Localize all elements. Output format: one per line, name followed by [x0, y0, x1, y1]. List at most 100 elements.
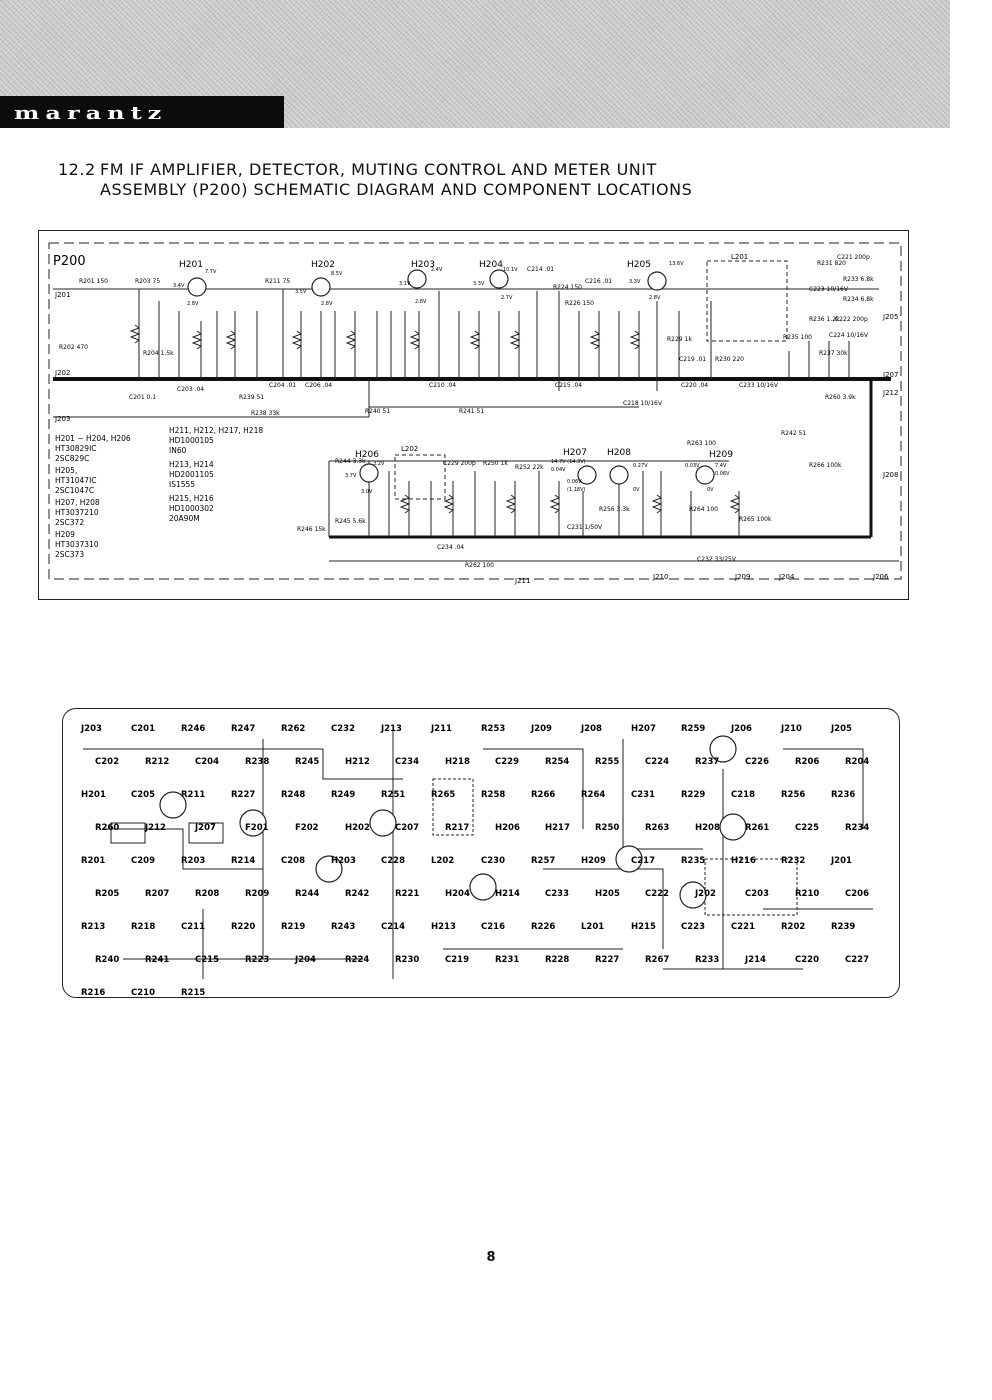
lower-label-11: R265 100k	[739, 516, 772, 523]
pcb-designator: H204	[445, 889, 470, 899]
legend-part-5: 2SC372	[55, 518, 84, 527]
pcb-designator: R250	[595, 823, 619, 833]
label-h206: H206	[355, 450, 379, 460]
pcb-designator: R224	[345, 955, 369, 965]
legend-part-2: HT31047IC	[55, 476, 97, 485]
legend-ref-4: H207, H208	[55, 498, 100, 507]
section-title-line1: FM IF AMPLIFIER, DETECTOR, MUTING CONTRO…	[100, 160, 657, 179]
mid-label-6: C204 .01	[269, 382, 296, 389]
pcb-filter-f202	[188, 822, 224, 844]
pcb-designator: C221	[731, 922, 755, 932]
legend-ref-6: H209	[55, 530, 75, 539]
jack-j203: J203	[54, 415, 70, 423]
voltage-tag: 3.2V	[373, 461, 385, 467]
pcb-designator: R251	[381, 790, 405, 800]
pcb-designator: R217	[445, 823, 469, 833]
pcb-designator: J214	[744, 955, 766, 965]
lower-label-2: R250 1k	[483, 460, 508, 467]
section-number: 12.2	[58, 160, 96, 179]
lower-label-5: R266 100k	[809, 462, 842, 469]
legend-part-0: HT30829IC	[55, 444, 97, 453]
pcb-designator: C207	[395, 823, 419, 833]
pcb-designator: R255	[595, 757, 619, 767]
voltage-tag: 3.5V	[295, 289, 307, 295]
pcb-designator: R244	[295, 889, 319, 899]
pcb-designator: J208	[580, 724, 602, 734]
voltage-tag: 0.03V	[685, 463, 700, 469]
mid-label-12: C218 10/16V	[623, 400, 663, 407]
pcb-designator: R205	[95, 889, 119, 899]
pcb-designator: R211	[181, 790, 205, 800]
pcb-designator: R248	[281, 790, 305, 800]
pcb-designator: R207	[145, 889, 169, 899]
pcb-designator: H212	[345, 757, 370, 767]
top-label-13: C222 200p	[835, 316, 868, 323]
jack-j206: J206	[872, 573, 889, 581]
voltage-tag: 0.04V	[551, 467, 566, 473]
pcb-coil-l201	[704, 858, 798, 916]
top-label-4: C216 .01	[585, 278, 612, 285]
pcb-designator: R259	[681, 724, 705, 734]
top-label-1: R203 75	[135, 278, 160, 285]
label-h201: H201	[179, 260, 203, 270]
pcb-designator: C225	[795, 823, 819, 833]
voltage-tag: 0.06V	[567, 479, 582, 485]
pcb-designator: J207	[194, 823, 216, 833]
jack-j207: J207	[882, 371, 898, 379]
voltage-tag: 13.6V	[669, 261, 684, 267]
pcb-designator: C229	[495, 757, 519, 767]
voltage-tag: 0V	[633, 487, 640, 493]
jack-j202: J202	[54, 369, 70, 377]
pcb-designator: H207	[631, 724, 656, 734]
voltage-tag: 0.06V	[715, 471, 730, 477]
pcb-designator: H214	[495, 889, 520, 899]
pcb-designator: J212	[144, 823, 166, 833]
transistor-symbols	[187, 269, 715, 485]
pcb-designator: J210	[780, 724, 802, 734]
lower-label-14: C232 33/25V	[697, 556, 737, 563]
pcb-designator: C226	[745, 757, 769, 767]
jack-j205: J205	[882, 313, 898, 321]
pcb-designator: R208	[195, 889, 219, 899]
schematic-svg: P200	[48, 242, 902, 585]
jack-j211: J211	[514, 577, 530, 585]
pcb-designator: J201	[830, 856, 852, 866]
pcb-designator: F202	[295, 823, 319, 833]
board-outline	[48, 242, 902, 580]
mid-label-13: C220 .04	[681, 382, 708, 389]
pcb-designator: R245	[295, 757, 319, 767]
mid-label-3: C203 .04	[177, 386, 204, 393]
pcb-designator: C233	[545, 889, 569, 899]
pcb-designator: R242	[345, 889, 369, 899]
diode-legend-line: IS1555	[169, 480, 195, 489]
pcb-designator: H203	[331, 856, 356, 866]
pcb-designator: J206	[730, 724, 752, 734]
lower-label-10: R264 100	[689, 506, 718, 513]
pcb-designator: R267	[645, 955, 669, 965]
parts-legend: H201 ~ H204, H206 HT30829IC 2SC829C H205…	[55, 434, 131, 559]
voltage-tag: 2.8V	[415, 299, 427, 305]
brand-logo-text: marantz	[14, 101, 168, 123]
legend-part-1: 2SC829C	[55, 454, 89, 463]
pcb-designator: C222	[645, 889, 669, 899]
pcb-designator: R213	[81, 922, 105, 932]
coil-l202-box	[394, 454, 446, 500]
voltage-tag: 3.3V	[473, 281, 485, 287]
mid-label-4: R239 51	[239, 394, 264, 401]
pcb-designator: R233	[695, 955, 719, 965]
pcb-designator: C202	[95, 757, 119, 767]
mid-label-9: C210 .04	[429, 382, 456, 389]
jack-j208: J208	[882, 471, 898, 479]
top-label-14: C224 10/16V	[829, 332, 869, 339]
voltage-tag: 8.5V	[331, 271, 343, 277]
pcb-designator: H215	[631, 922, 656, 932]
pcb-designator: C204	[195, 757, 219, 767]
pcb-designator: R231	[495, 955, 519, 965]
pcb-designator: R212	[145, 757, 169, 767]
label-l201: L201	[731, 253, 748, 261]
pcb-designator: J203	[80, 724, 102, 734]
top-label-3: C214 .01	[527, 266, 554, 273]
pcb-designator: H208	[695, 823, 720, 833]
lower-label-3: R252 22k	[515, 464, 544, 471]
